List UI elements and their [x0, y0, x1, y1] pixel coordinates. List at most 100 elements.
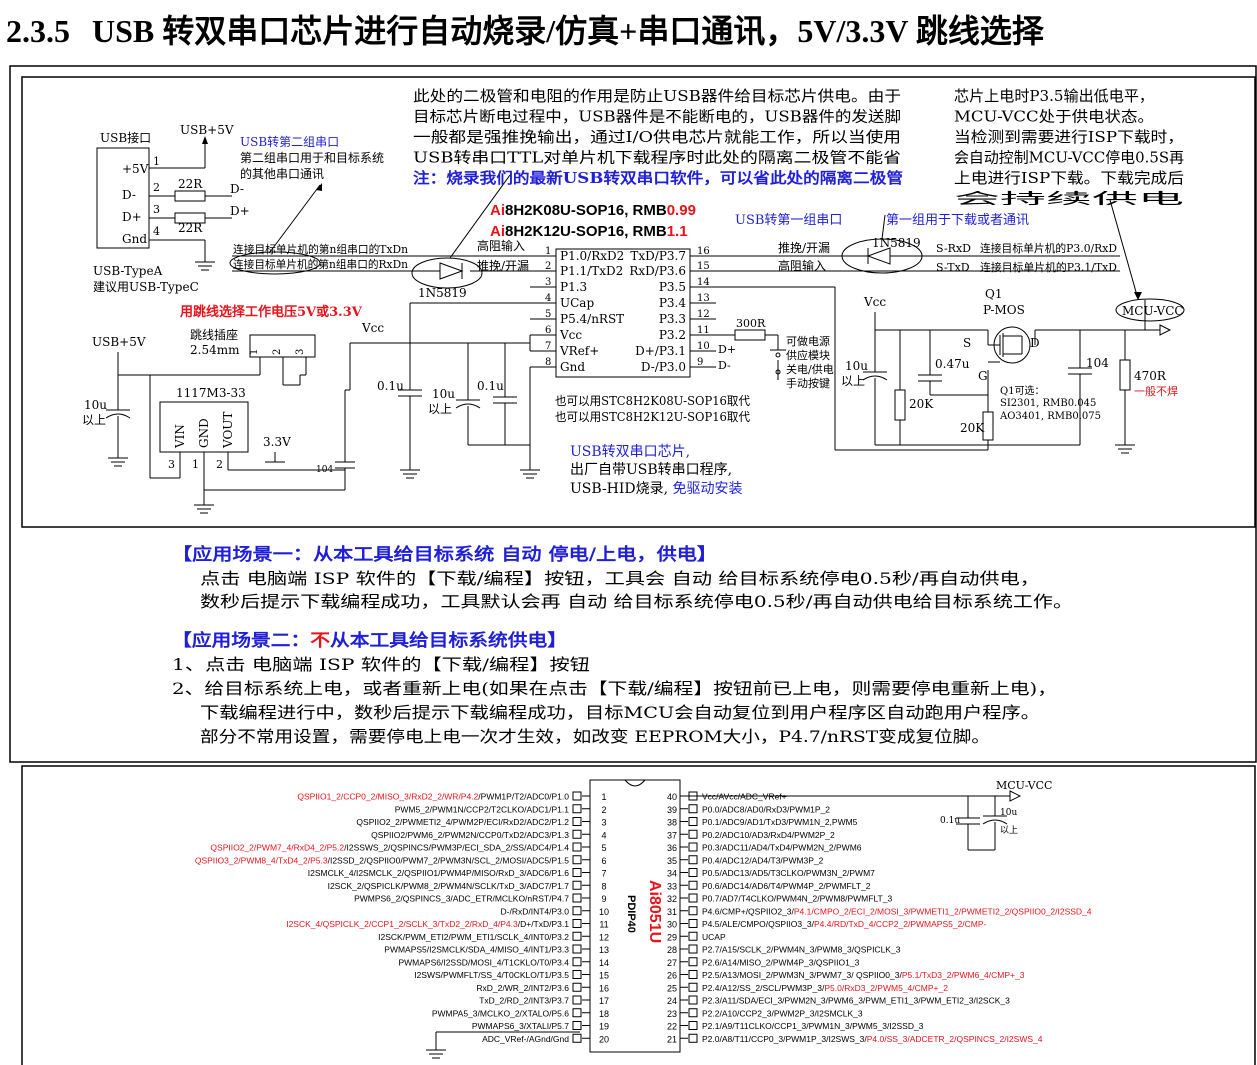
pinout-right-num-24: 24: [667, 996, 677, 1006]
pinout-left-label-15: I2SWS/PWMFLT/SS_4/T0CKLO/T1/P3.5: [414, 970, 569, 980]
ic-left-pin-num-7: 7: [545, 341, 551, 352]
ic-right-pin-name-9: D-/P3.0: [641, 360, 686, 374]
second-port-desc-1: 第二组串口用于和目标系统: [240, 151, 384, 165]
pinout-right-num-23: 23: [667, 1009, 677, 1019]
ic-right-pin-name-16: TxD/P3.7: [630, 249, 686, 263]
pinout-left-num-1: 1: [601, 792, 606, 802]
pinout-right-label-29-part-0: UCAP: [702, 932, 726, 942]
pinout-right-pad-21: [688, 1033, 698, 1043]
scenario-2-title-part-0: 【应用场景二：: [172, 630, 310, 651]
pinout-right-label-25: P2.4/A12/SS_2/SCL/PWM3P_3/P5.0/RxD3_2/PW…: [702, 983, 948, 993]
diode-right-label: 1N5819: [872, 236, 921, 250]
res-300r-label: 300R: [736, 317, 766, 330]
pinout-right-label-34-part-0: P0.5/ADC13/AD5/T3CLKO/PWM3N_2/PWM7: [702, 868, 875, 878]
pinout-left-pad-19: [572, 1021, 582, 1030]
pinout-left-label-17: TxD_2/RD_2/INT3/P3.7: [479, 996, 569, 1006]
pinout-left-num-10: 10: [599, 907, 609, 917]
cap-10u-right: 10u: [845, 359, 868, 373]
usb-typec-label: 建议用USB-TypeC: [93, 280, 199, 294]
outer-frame: [9, 65, 1257, 763]
pinout-left-num-5: 5: [601, 843, 606, 853]
chip1-title-part-2: 0.99: [667, 202, 696, 219]
ic-right-pin-num-9: 9: [697, 357, 703, 368]
pinout-left-label-17-part-0: TxD_2/RD_2/INT3/P3.7: [479, 996, 569, 1006]
q1-option-1: SI2301, RMB0.045: [1000, 398, 1096, 409]
pinout-left-num-2: 2: [601, 805, 606, 815]
ic-left-pin-num-1: 1: [545, 246, 551, 257]
ic-right-pin-num-16: 16: [697, 246, 710, 257]
usb-pin-name-2: D-: [122, 188, 136, 202]
pinout-right-label-28: P2.7/A15/SCLK_2/PWM4N_3/PWM8_3/QSPICLK_3: [702, 945, 901, 955]
pinout-left-label-19-part-0: PWMAPS6_3/XTALI/P5.7: [472, 1021, 569, 1031]
pinout-right-pad-39: [688, 804, 698, 814]
right-note-6: 会持续供电: [954, 190, 1184, 208]
pinout-left-label-16: RxD_2/WR_2/INT2/P3.6: [476, 983, 569, 993]
pinout-right-num-34: 34: [667, 869, 677, 879]
pinout-left-label-7: I2SMCLK_4/I2SMCLK_2/QSPIIO1/PWM4P/MISO/R…: [308, 868, 570, 878]
section-title: USB 转双串口芯片进行自动烧录/仿真+串口通讯，5V/3.3V 跳线选择: [92, 13, 1044, 49]
pinout-left-num-9: 9: [601, 894, 606, 904]
schematic-frame: [21, 76, 1256, 528]
pinout-left-num-12: 12: [599, 932, 609, 942]
usb-connector-body: [96, 147, 150, 249]
vcc-label-jumper: Vcc: [361, 321, 384, 335]
scenario-2-line-4: 部分不常用设置，需要停电上电一次才生效，如改变 EEPROM大小，P4.7/nR…: [200, 727, 990, 746]
p30-label: 连接目标单片机的P3.0/RxD: [980, 241, 1117, 255]
mcu-vcc-label: MCU-VCC: [1122, 304, 1184, 318]
pinout-right-pad-31: [688, 906, 698, 916]
pinout-right-label-35: P0.4/ADC12/AD4/T3/PWM3P_2: [702, 855, 824, 865]
pinout-left-label-15-part-0: I2SWS/PWMFLT/SS_4/T0CKLO/T1/P3.5: [414, 970, 569, 980]
pinout-left-pad-10: [572, 906, 582, 916]
ic-left-pin-name-1: P1.0/RxD2: [560, 249, 624, 263]
regulator-pin-num-3: 3: [168, 458, 175, 471]
usb-pin-num-4: 4: [153, 225, 160, 238]
usb-pin-name-4: Gnd: [122, 232, 147, 246]
pinout-left-label-9: PWMPS6_2/QSPINCS_3/ADC_ETR/MCLKO/nRST/P4…: [354, 894, 569, 904]
pinout-right-label-26-part-1: P5.1/TxD3_2/PWM6_4/CMP+_3: [902, 970, 1025, 980]
right-note-5: 上电进行ISP下载。下载完成后: [954, 169, 1184, 187]
pinout-right-label-25-part-0: P2.4/A12/SS_2/SCL/PWM3P_3/: [702, 983, 825, 993]
jumper-pitch-label: 2.54mm: [190, 343, 240, 357]
button-note-1: 可做电源: [786, 334, 830, 348]
pinout-left-num-3: 3: [601, 818, 606, 828]
pinout-right-label-37: P0.2/ADC10/AD3/RxD4/PWM2P_2: [702, 830, 835, 840]
pinout-right-pad-30: [688, 919, 698, 928]
cap-10u-left-note: 以上: [82, 413, 106, 427]
pinout-right-num-36: 36: [667, 843, 677, 853]
pinout-package: PDIP40: [625, 895, 637, 933]
dplus-label: D+: [230, 204, 250, 218]
pinout-left-pad-7: [572, 868, 582, 877]
pinout-left-label-3: QSPIIO2_2/PWMETI2_4/PWM2P/ECI/RxD2/ADC2/…: [356, 817, 569, 827]
ic-right-pin-num-12: 12: [697, 309, 710, 320]
pinout-right-num-25: 25: [667, 983, 677, 993]
pinout-right-pad-38: [688, 817, 698, 826]
pinout-left-pad-3: [572, 817, 582, 826]
pinout-left-label-13: PWMAPS5/I2SMCLK/SDA_4/MISO_4/INT1/P3.3: [384, 945, 569, 955]
right-note-1: 芯片上电时P3.5输出低电平，: [954, 87, 1154, 105]
pinout-right-pad-32: [688, 893, 698, 903]
q1-option-title: Q1可选：: [1000, 384, 1045, 397]
ic-left-pin-name-8: Gnd: [560, 360, 585, 374]
chip2-title-part-2: 1.1: [667, 223, 688, 240]
usb-pin-name-3: D+: [122, 210, 142, 224]
ic-left-pin-num-8: 8: [545, 357, 551, 368]
chip2-title-part-0: Ai: [490, 223, 505, 240]
ic-left-pin-name-7: VRef+: [559, 344, 599, 358]
res-20k-1-label: 20K: [909, 397, 934, 411]
pinout-left-label-11-part-1: /D+/TxD/P3.1: [518, 919, 570, 929]
cap-01u-2: 0.1u: [477, 379, 504, 393]
pinout-right-pad-36: [688, 842, 698, 852]
pinout-left-label-20-part-0: ADC_VRef-/AGnd/Gnd: [482, 1034, 569, 1044]
ic-left-pin-num-6: 6: [545, 325, 551, 336]
mos-d-label: D: [1030, 336, 1040, 350]
cap-10u-left: 10u: [84, 398, 107, 412]
pinout-left-pad-20: [572, 1033, 582, 1043]
pinout-right-label-30-part-1: P4.4/RD/TxD_4/CCP2_2/PWMAPS5_2/CMP-: [814, 919, 987, 929]
pinout-left-num-15: 15: [599, 971, 609, 981]
p31-label: 连接目标单片机的P3.1/TxD: [980, 260, 1117, 274]
pinout-left-pad-4: [572, 829, 582, 839]
pinout-cap-01u: 0.1u: [940, 816, 960, 826]
pinout-right-num-38: 38: [667, 818, 677, 828]
pinout-left-label-4-part-0: QSPIIO2/PWM6_2/PWM2N/CCP0/TxD2/ADC3/P1.3: [371, 830, 569, 840]
cap-10u-mid-note: 以上: [428, 402, 452, 416]
